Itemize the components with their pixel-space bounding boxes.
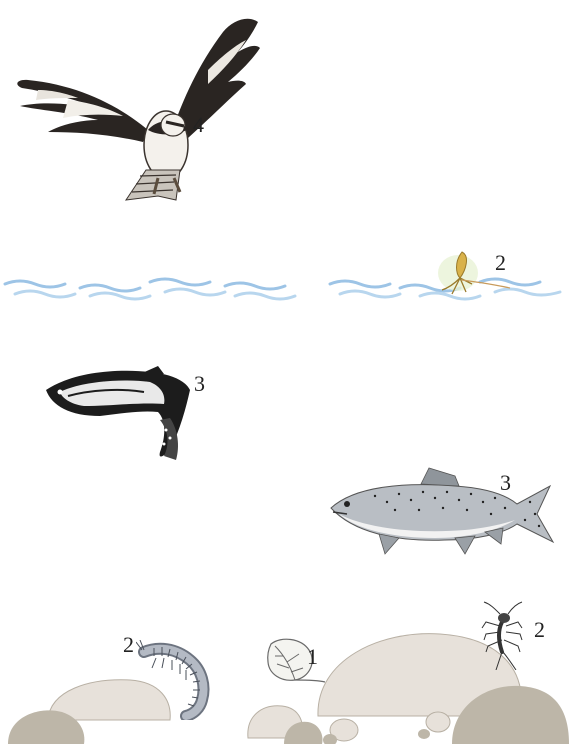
rainbow-trout-icon	[325, 462, 555, 557]
leaf-label: 1	[307, 646, 318, 668]
mayfly-label: 2	[495, 252, 506, 274]
leaping-trout-icon	[40, 360, 200, 465]
rainbow-trout-label: 3	[500, 472, 511, 494]
osprey-icon	[8, 10, 268, 210]
leaping-trout-label: 3	[194, 373, 205, 395]
stonefly-nymph-icon	[478, 600, 538, 670]
stonefly-nymph-label: 2	[534, 619, 545, 641]
osprey-label: 4	[193, 114, 204, 136]
scud-icon	[136, 640, 216, 720]
scud-label: 2	[123, 634, 134, 656]
